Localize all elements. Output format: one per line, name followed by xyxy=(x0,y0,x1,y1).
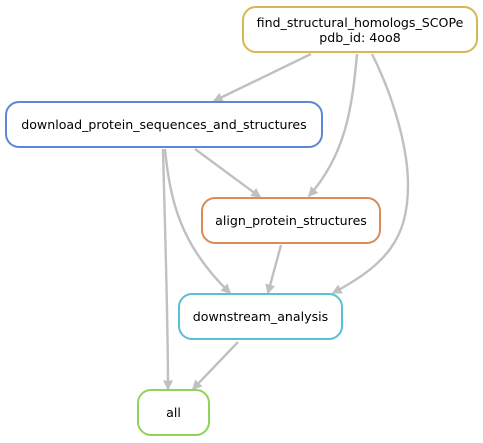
node-align-protein-structures[interactable]: align_protein_structures xyxy=(201,197,381,244)
node-downstream-analysis[interactable]: downstream_analysis xyxy=(178,293,343,340)
node-align-protein-structures-label: align_protein_structures xyxy=(215,213,367,228)
node-download-protein-sequences-and-structures-label: download_protein_sequences_and_structure… xyxy=(21,117,307,132)
node-all[interactable]: all xyxy=(137,389,210,436)
node-find-structural-homologs-scope-label: find_structural_homologs_SCOPe xyxy=(256,14,464,30)
edge-find-structural-homologs-scope-to-download-protein-sequences-and-structures xyxy=(212,52,312,103)
edge-find-structural-homologs-scope-to-downstream-analysis xyxy=(331,53,410,295)
node-find-structural-homologs-scope[interactable]: find_structural_homologs_SCOPe pdb_id: 4… xyxy=(242,6,478,53)
edge-align-protein-structures-to-downstream-analysis xyxy=(265,244,283,295)
edge-download-protein-sequences-and-structures-to-all xyxy=(161,148,173,391)
edge-downstream-analysis-to-all xyxy=(191,341,239,391)
node-find-structural-homologs-scope-pdb-id: pdb_id: 4oo8 xyxy=(319,29,401,45)
node-all-label: all xyxy=(166,405,181,420)
node-download-protein-sequences-and-structures[interactable]: download_protein_sequences_and_structure… xyxy=(5,101,323,148)
node-downstream-analysis-label: downstream_analysis xyxy=(192,309,329,324)
edge-download-protein-sequences-and-structures-to-align-protein-structures xyxy=(194,148,262,198)
edge-download-protein-sequences-and-structures-to-downstream-analysis xyxy=(163,148,232,295)
edge-find-structural-homologs-scope-to-align-protein-structures xyxy=(308,53,359,198)
